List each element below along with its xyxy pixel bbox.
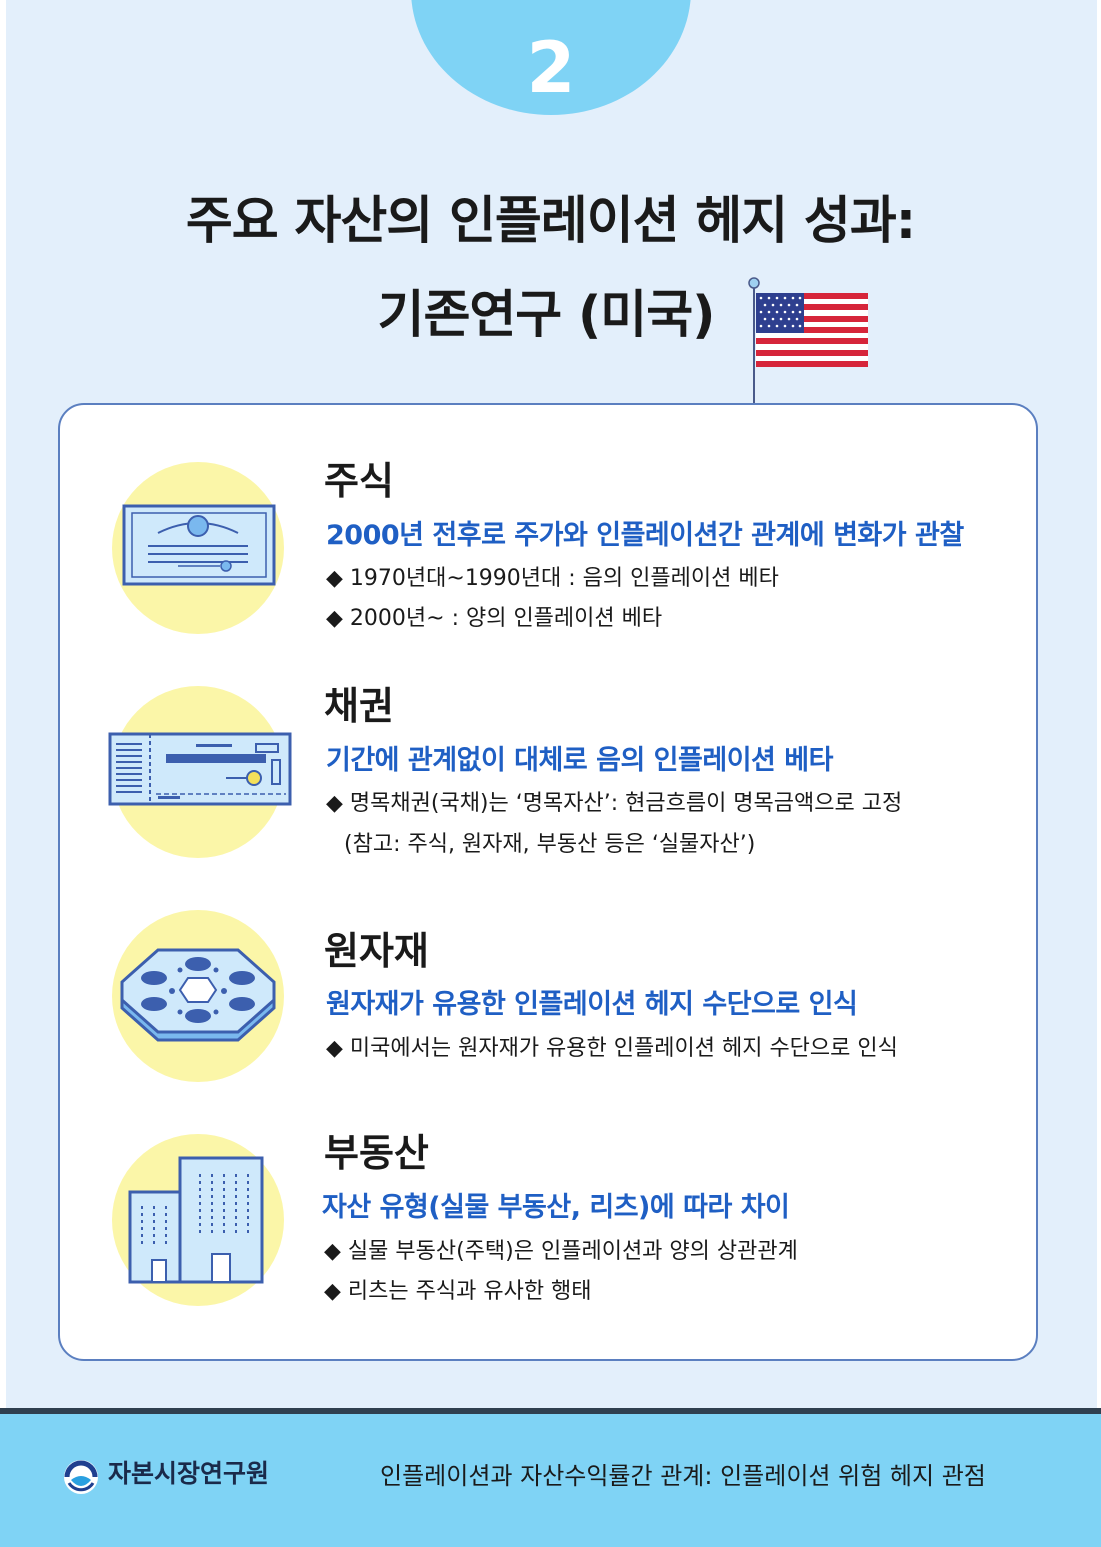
buildings-icon (112, 1134, 284, 1306)
section-summary-stock: 2000년 전후로 주가와 인플레이션간 관계에 변화가 관찰 (326, 520, 964, 551)
bond-ticket-icon (108, 686, 292, 858)
page-title: 주요 자산의 인플레이션 헤지 성과: (185, 192, 916, 251)
section-summary-realestate: 자산 유형(실물 부동산, 리츠)에 따라 차이 (322, 1192, 790, 1223)
section-title-stock: 주식 (324, 459, 394, 503)
section-summary-commodity: 원자재가 유용한 인플레이션 헤지 수단으로 인식 (326, 989, 858, 1020)
section-bullet: ◆ 리츠는 주식과 유사한 행태 (324, 1279, 592, 1304)
footer-bar (0, 1414, 1101, 1547)
kcmi-logo-icon (64, 1460, 98, 1494)
us-flag-icon (748, 277, 868, 408)
section-bullet: ◆ 미국에서는 원자재가 유용한 인플레이션 헤지 수단으로 인식 (326, 1036, 898, 1061)
section-title-bond: 채권 (324, 684, 394, 728)
report-title: 인플레이션과 자산수익률간 관계: 인플레이션 위험 헤지 관점 (380, 1462, 986, 1490)
section-bullet: ◆ 실물 부동산(주택)은 인플레이션과 양의 상관관계 (324, 1239, 798, 1264)
organization-name: 자본시장연구원 (108, 1459, 270, 1488)
stock-certificate-icon (112, 462, 284, 634)
footer-divider (0, 1408, 1101, 1414)
section-note: (참고: 주식, 원자재, 부동산 등은 ‘실물자산’) (344, 832, 756, 857)
section-bullet: ◆ 2000년~ : 양의 인플레이션 베타 (326, 606, 663, 631)
section-summary-bond: 기간에 관계없이 대체로 음의 인플레이션 베타 (326, 745, 833, 776)
section-title-commodity: 원자재 (324, 929, 429, 973)
page-subtitle: 기존연구 (미국) (377, 286, 716, 345)
page-number: 2 (526, 27, 576, 109)
section-bullet: ◆ 명목채권(국채)는 ‘명목자산’: 현금흐름이 명목금액으로 고정 (326, 791, 903, 816)
section-title-realestate: 부동산 (324, 1131, 429, 1175)
commodity-plate-icon (112, 910, 284, 1082)
section-bullet: ◆ 1970년대~1990년대 : 음의 인플레이션 베타 (326, 566, 779, 591)
